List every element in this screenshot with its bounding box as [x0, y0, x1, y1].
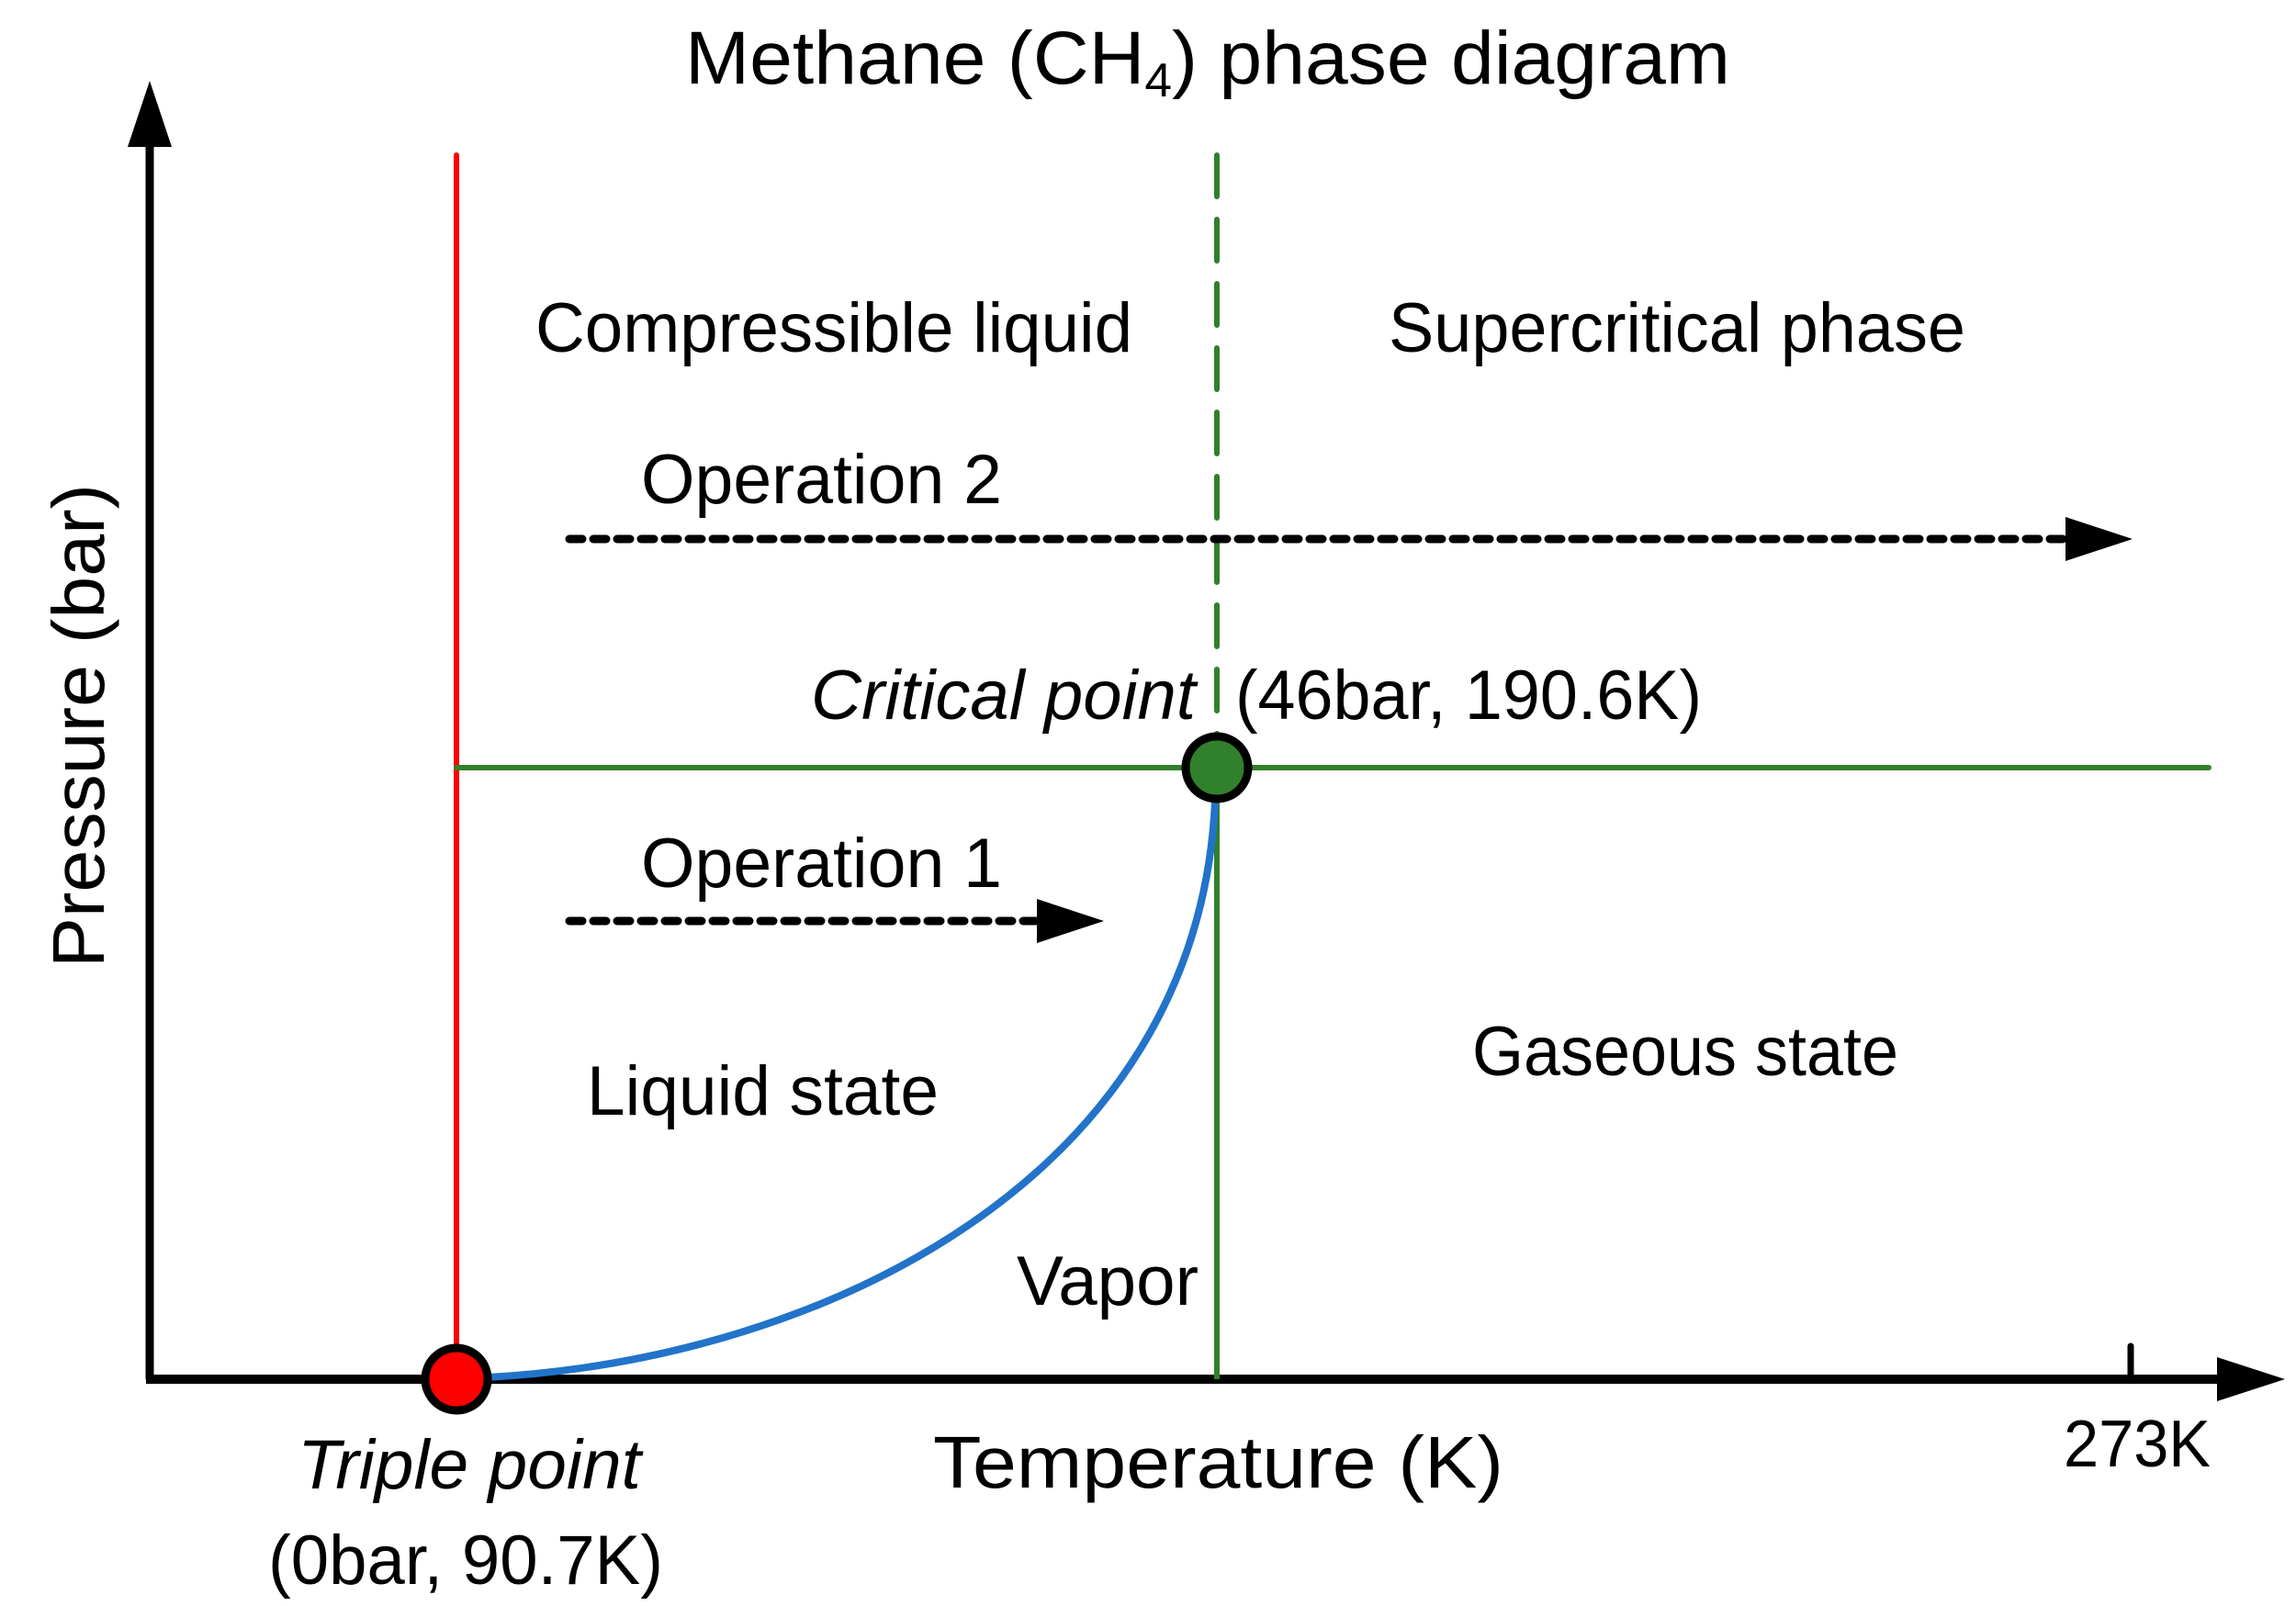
x-axis-arrow-icon [2217, 1357, 2285, 1401]
operation-1-label: Operation 1 [641, 825, 1002, 903]
triple-point-coords: (0bar, 90.7K) [268, 1522, 663, 1600]
vaporization-curve [486, 800, 1219, 1381]
critical-point-coords: (46bar, 190.6K) [1235, 657, 1702, 735]
operation-2-arrowhead-icon [2065, 517, 2133, 561]
triple-point-marker [421, 1343, 492, 1415]
y-axis-arrow-icon [128, 81, 172, 147]
region-supercritical: Supercritical phase [1389, 289, 1965, 367]
title-suffix: ) phase diagram [1172, 17, 1730, 100]
region-compressible-liquid: Compressible liquid [535, 289, 1132, 367]
region-gaseous: Gaseous state [1472, 1013, 1898, 1091]
operation-2-label: Operation 2 [641, 441, 1002, 519]
triple-point-label: Triple point [298, 1426, 644, 1504]
y-axis [128, 81, 172, 1379]
critical-point-label: Critical point [811, 657, 1199, 735]
title-prefix: Methane (CH [685, 17, 1144, 100]
y-axis-label: Pressure (bar) [38, 484, 119, 968]
x-axis-label: Temperature (K) [933, 1421, 1503, 1503]
operation-2-arrow [565, 517, 2133, 561]
operation-1-arrow [565, 899, 1104, 943]
x-tick-label-273k: 273K [2064, 1408, 2211, 1481]
region-liquid: Liquid state [587, 1052, 939, 1130]
operation-1-arrowhead-icon [1037, 899, 1104, 943]
region-vapor: Vapor [1017, 1242, 1199, 1320]
title-subscript: 4 [1144, 54, 1172, 107]
critical-point-marker [1181, 732, 1253, 803]
